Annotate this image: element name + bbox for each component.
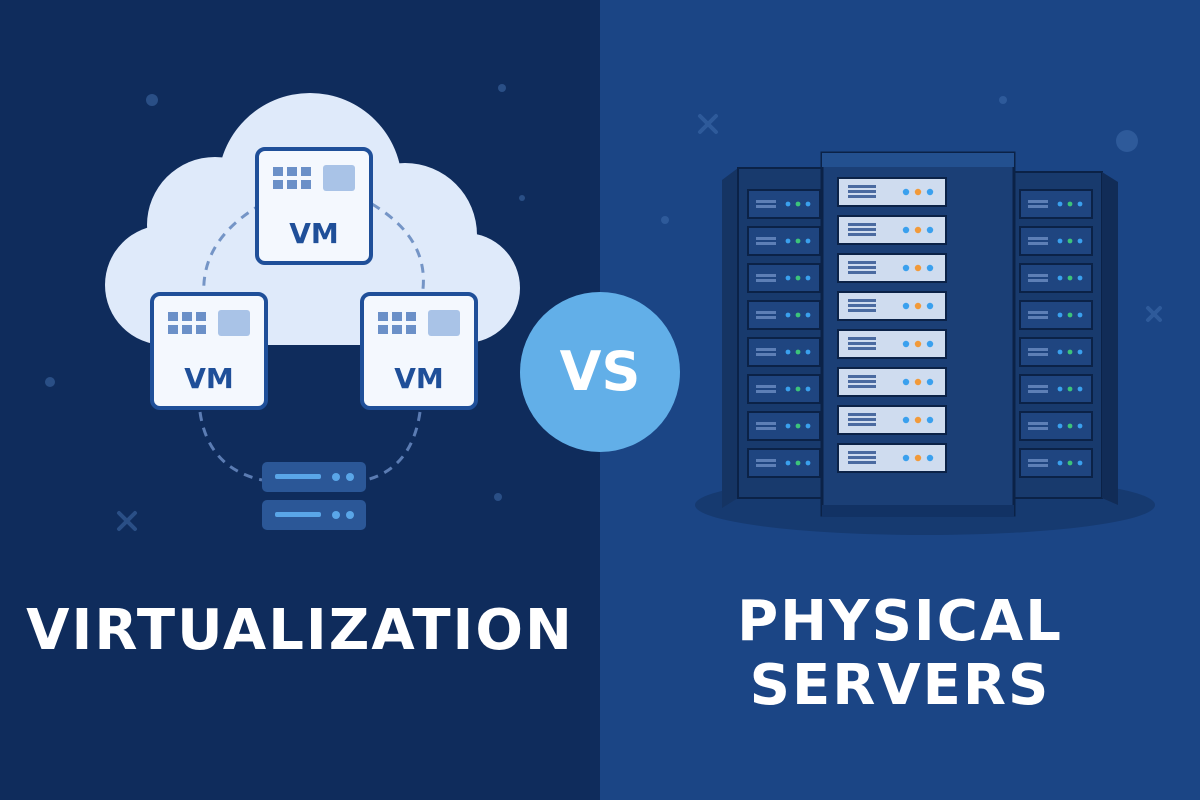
vm-label-top: VM xyxy=(289,217,339,250)
server-rack-icon xyxy=(695,151,1155,535)
caption-line-2: SERVERS xyxy=(749,653,1051,718)
vs-badge xyxy=(520,292,680,452)
caption-line-1: PHYSICAL xyxy=(737,589,1063,654)
host-server-icon xyxy=(262,462,366,530)
vm-label-left: VM xyxy=(184,362,234,395)
sparkle-icon xyxy=(45,84,525,501)
virtualization-caption: VIRTUALIZATION xyxy=(26,598,574,663)
vm-label-right: VM xyxy=(394,362,444,395)
physical-servers-caption: PHYSICAL SERVERS xyxy=(600,590,1200,718)
vs-label: VS xyxy=(559,340,641,403)
